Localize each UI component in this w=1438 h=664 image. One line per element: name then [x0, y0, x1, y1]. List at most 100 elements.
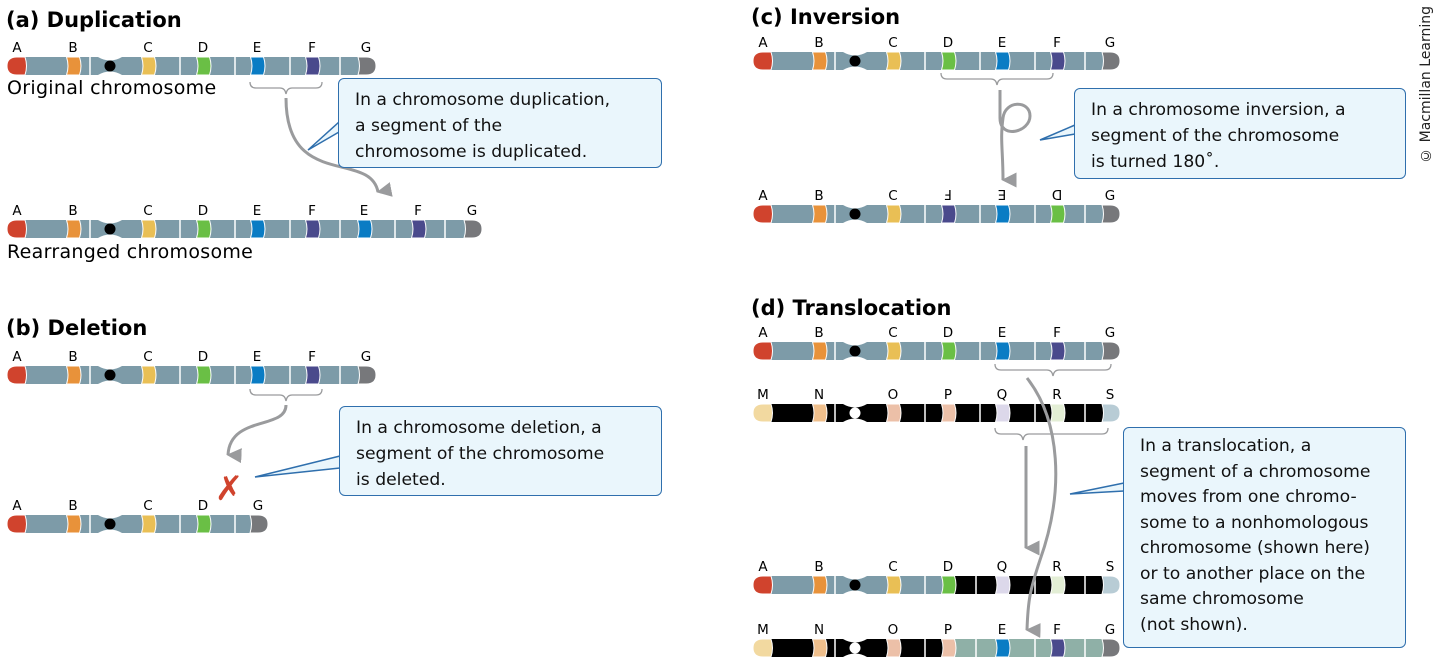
band-label-D: D	[943, 559, 953, 575]
bracket-translocation-2	[994, 427, 1109, 441]
callout-line: In a translocation, a	[1140, 436, 1312, 456]
chromosome-band-N	[811, 638, 828, 658]
bracket-translocation-1	[994, 363, 1112, 377]
arrow-deletion	[226, 404, 288, 464]
chromosome-band-R	[1049, 403, 1066, 423]
chromosome-arm	[203, 57, 257, 75]
band-label-P: P	[944, 622, 952, 638]
chromosome-arm	[19, 366, 73, 384]
band-label-C: C	[888, 35, 897, 51]
band-label-A: A	[12, 349, 22, 365]
band-label-D: D	[198, 40, 208, 56]
chromosome-arm	[148, 57, 203, 75]
chromosome-arm	[1057, 639, 1108, 657]
chromosome-arm	[257, 57, 312, 75]
chromosome-band-F	[304, 219, 321, 239]
chromosome-band-D	[195, 219, 212, 239]
band-label-B: B	[68, 40, 77, 56]
chromosome-band-A	[6, 219, 27, 239]
chromosome-band-A	[752, 204, 773, 224]
chromosome-band-C	[140, 514, 157, 534]
centromere-pinch-bottom	[843, 418, 867, 423]
callout-line: a segment of the	[355, 116, 503, 136]
chromosome-band-R	[1049, 575, 1066, 595]
chromosome-band-E	[994, 638, 1011, 658]
band-label-D: D	[1052, 186, 1062, 202]
centromere-pinch-top	[843, 638, 867, 643]
band-label-E: E	[253, 349, 262, 365]
chromosome-arm	[148, 515, 203, 533]
chromosome-band-E	[994, 51, 1011, 71]
chromosome-arm	[418, 220, 470, 238]
band-label-D: D	[943, 325, 953, 341]
chromosome-band-B	[65, 219, 82, 239]
centromere-pinch-top	[843, 341, 867, 346]
band-label-G: G	[361, 349, 371, 365]
callout-line: some to a nonhomologous	[1140, 512, 1369, 533]
band-label-S: S	[1106, 387, 1115, 403]
band-label-G: G	[1105, 325, 1115, 341]
chromosome-band-G	[249, 514, 269, 534]
band-label-G: G	[1105, 35, 1115, 51]
callout-line: In a chromosome duplication,	[355, 90, 611, 110]
callout-line: segment of a chromosome	[1140, 461, 1371, 482]
band-label-F: F	[308, 203, 316, 219]
band-label-G: G	[467, 203, 477, 219]
centromere	[849, 642, 861, 654]
band-label-R: R	[1052, 387, 1061, 403]
centromere-pinch-bottom	[843, 653, 867, 658]
band-label-G: G	[1105, 188, 1115, 204]
chromosome-band-F	[410, 219, 427, 239]
callout-pointer-deletion	[254, 455, 341, 478]
centromere-pinch-top	[98, 514, 122, 519]
panel-title-duplication: (a) Duplication	[6, 8, 182, 32]
centromere-pinch-bottom	[843, 219, 867, 224]
chromosome-arm	[765, 342, 819, 360]
panel-title-deletion: (b) Deletion	[6, 316, 147, 340]
chromosome-band-G	[1101, 341, 1121, 361]
band-label-C: C	[143, 203, 152, 219]
chromosome-band-B	[65, 56, 82, 76]
band-label-C: C	[143, 40, 152, 56]
band-label-E: E	[998, 186, 1007, 202]
chromosome-band-B	[811, 204, 828, 224]
chromosome-arm	[893, 52, 948, 70]
chromosome-band-O	[885, 403, 902, 423]
band-label-C: C	[888, 188, 897, 204]
chromosome-band-E	[356, 219, 373, 239]
chromosome-band-D	[195, 514, 212, 534]
chromosome-arm	[1057, 576, 1108, 594]
callout-line: segment of the chromosome	[1091, 126, 1340, 146]
chromosome-band-Q	[994, 575, 1011, 595]
chromosome-band-N	[811, 403, 828, 423]
centromere	[849, 579, 861, 591]
chromosome-band-D	[940, 51, 957, 71]
chromosome-band-C	[885, 575, 902, 595]
chromosome-band-E	[994, 341, 1011, 361]
chromosome-band-A	[6, 365, 27, 385]
chromosome-arm	[312, 57, 364, 75]
chromosome-arm	[19, 220, 73, 238]
band-label-N: N	[814, 387, 824, 403]
chromosome-band-E	[994, 204, 1011, 224]
band-label-D: D	[198, 203, 208, 219]
centromere-pinch-top	[98, 56, 122, 61]
chromosome-arm	[948, 52, 1002, 70]
band-label-F: F	[308, 40, 316, 56]
chromosome-band-G	[1101, 638, 1121, 658]
chromosome-band-A	[752, 575, 773, 595]
callout-pointer-duplication	[307, 121, 340, 151]
chromosome-arm	[19, 515, 73, 533]
chromosome-band-G	[357, 365, 377, 385]
callout-line: is turned 180˚.	[1091, 152, 1220, 172]
chromosome-arm	[203, 366, 257, 384]
chromosome-arm	[1002, 52, 1057, 70]
chromosome-band-D	[940, 575, 957, 595]
